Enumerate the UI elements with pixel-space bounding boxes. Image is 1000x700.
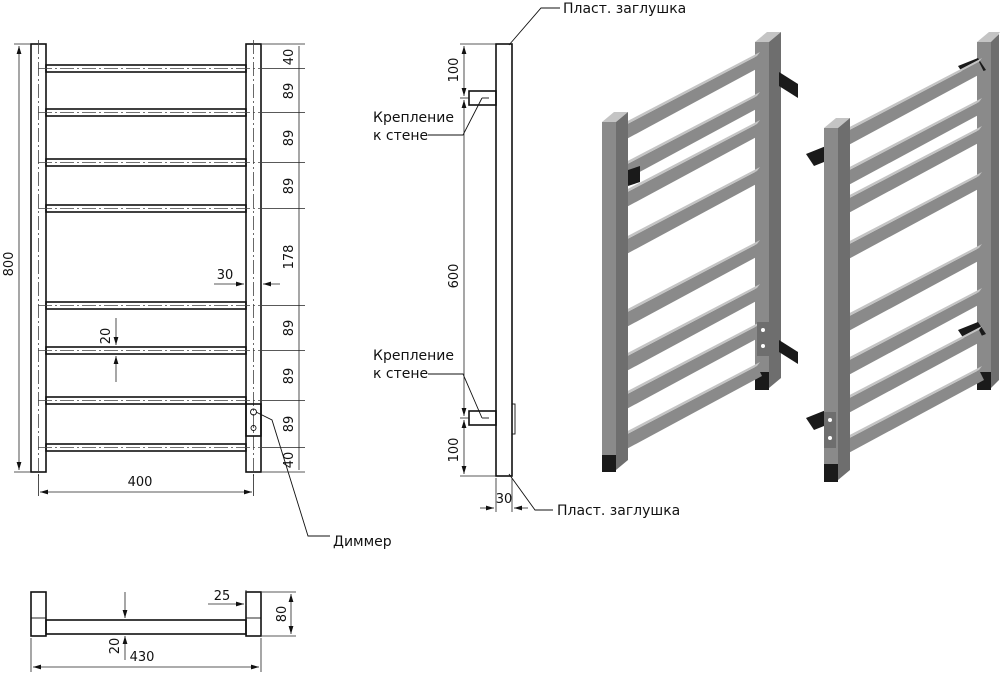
- spacing-7: 89: [282, 368, 297, 385]
- plug-label-bottom: Пласт. заглушка: [557, 503, 680, 519]
- spacing-8: 89: [282, 416, 297, 433]
- dim-side-mid: 600: [447, 264, 462, 289]
- side-post: [495, 43, 513, 477]
- iso-view-back: [806, 32, 1000, 482]
- dimmer-label: Диммер: [333, 534, 392, 550]
- mount-label-top-1: Крепление: [373, 110, 454, 126]
- dim-depth: 80: [275, 606, 290, 623]
- crossbars: [38, 64, 262, 452]
- iso1-crossbars: [616, 52, 762, 452]
- side-view: Пласт. заглушка Пласт. заглушка Креплени…: [373, 1, 686, 519]
- spacing-2: 89: [282, 83, 297, 100]
- dim-side-bottom: 100: [447, 438, 462, 463]
- front-view: Диммер 800 400 30 20: [2, 40, 392, 550]
- dim-side-top: 100: [447, 58, 462, 83]
- dim-bar-top: 20: [108, 638, 123, 655]
- spacing-9: 40: [282, 452, 297, 469]
- dim-width-top: 430: [130, 650, 155, 665]
- dim-width: 400: [128, 475, 153, 490]
- plug-label-top: Пласт. заглушка: [563, 1, 686, 17]
- iso2-crossbars: [838, 58, 984, 456]
- top-left-post: [30, 591, 47, 637]
- top-right-post: [245, 591, 262, 637]
- dim-bar: 20: [99, 328, 114, 345]
- dim-height: 800: [2, 252, 17, 277]
- dim-tube: 30: [217, 268, 234, 283]
- top-crossbar: [45, 619, 247, 635]
- mount-label-top-2: к стене: [373, 128, 428, 144]
- mount-label-bottom-2: к стене: [373, 366, 428, 382]
- dim-offset: 25: [214, 589, 231, 604]
- dim-side-depth: 30: [496, 492, 513, 507]
- dimmer: [245, 403, 330, 537]
- spacing-3: 89: [282, 130, 297, 147]
- spacing-4: 89: [282, 178, 297, 195]
- spacing-1: 40: [282, 49, 297, 66]
- spacing-6: 89: [282, 320, 297, 337]
- spacing-5: 178: [282, 245, 297, 270]
- top-view: 25 80 20 430: [30, 589, 296, 672]
- spacing-chain: [262, 43, 305, 473]
- mount-label-bottom-1: Крепление: [373, 348, 454, 364]
- iso-view-front: [602, 32, 798, 472]
